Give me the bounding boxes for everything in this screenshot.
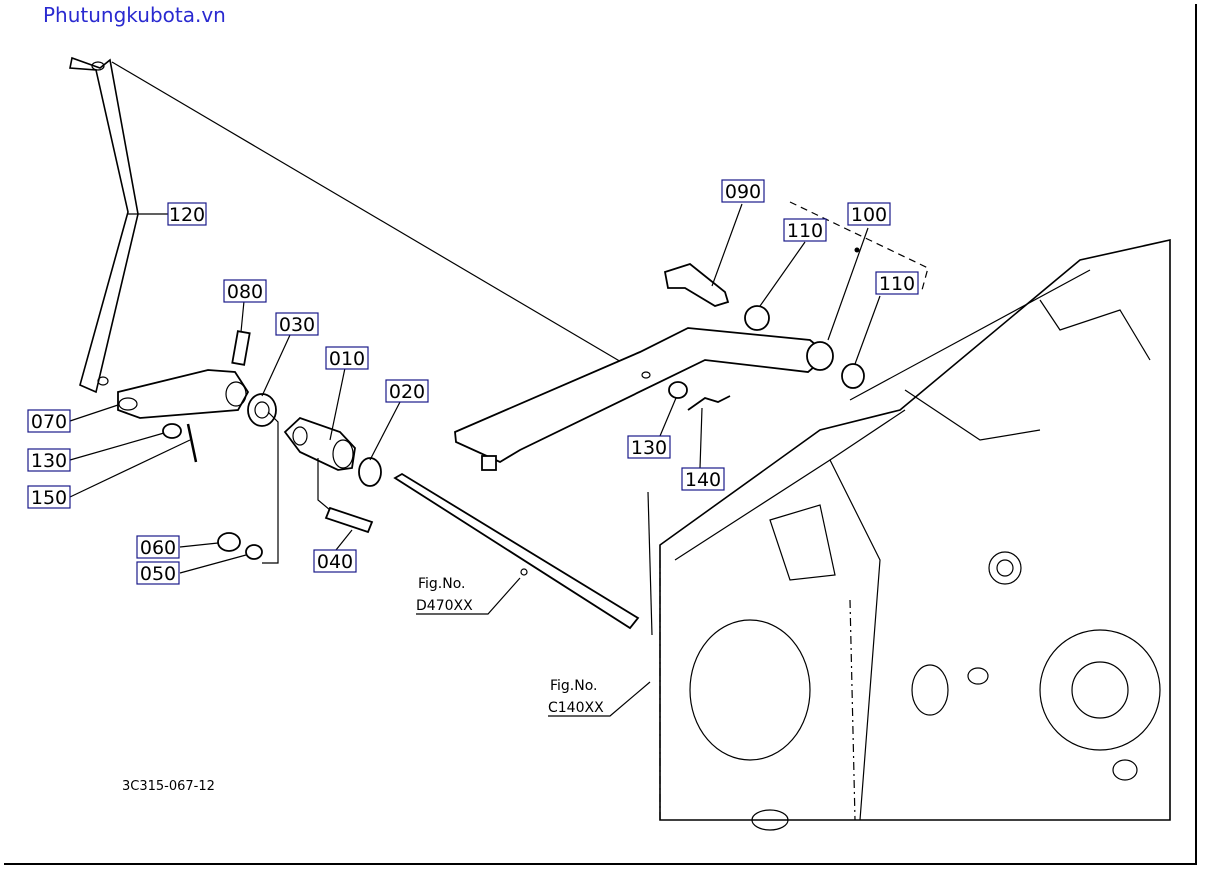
part-label-030[interactable]: 030	[275, 312, 319, 336]
part-070-arm[interactable]	[117, 369, 250, 419]
svg-text:050: 050	[140, 563, 176, 585]
part-label-040[interactable]: 040	[313, 549, 357, 573]
transmission-housing[interactable]	[659, 239, 1171, 831]
svg-text:110: 110	[787, 220, 823, 242]
group-bracket-100	[789, 201, 929, 291]
svg-text:120: 120	[169, 204, 205, 226]
svg-text:130: 130	[31, 450, 67, 472]
part-label-080[interactable]: 080	[223, 279, 267, 303]
part-040-stud[interactable]	[324, 506, 374, 534]
part-label-100[interactable]: 100	[847, 202, 891, 226]
part-label-140[interactable]: 140	[681, 467, 725, 491]
part-060-nut[interactable]	[217, 532, 241, 552]
part-label-110-left[interactable]: 110	[783, 218, 827, 242]
svg-text:080: 080	[227, 281, 263, 303]
svg-text:060: 060	[140, 537, 176, 559]
drawing-code: 3C315-067-12	[122, 779, 215, 794]
svg-text:110: 110	[879, 273, 915, 295]
part-010-boss[interactable]	[283, 416, 356, 471]
part-label-050[interactable]: 050	[136, 561, 180, 585]
group-dot	[854, 247, 860, 253]
svg-text:100: 100	[851, 204, 887, 226]
leader-line-long	[111, 61, 629, 367]
figure-ref-d470xx[interactable]: Fig.No. D470XX	[416, 576, 473, 614]
part-080-pin[interactable]	[231, 330, 251, 366]
part-090-bolt[interactable]	[663, 262, 730, 307]
drawing-frame	[4, 4, 1197, 865]
part-020-o-ring[interactable]	[358, 457, 382, 487]
svg-text:070: 070	[31, 411, 67, 433]
svg-text:140: 140	[685, 469, 721, 491]
part-label-020[interactable]: 020	[385, 379, 429, 403]
figure-ref-c140xx[interactable]: Fig.No. C140XX	[548, 678, 604, 716]
svg-text:040: 040	[317, 551, 353, 573]
svg-text:150: 150	[31, 487, 67, 509]
part-130-washer-left[interactable]	[162, 423, 182, 439]
part-label-060[interactable]: 060	[136, 535, 180, 559]
part-label-130-right[interactable]: 130	[627, 435, 671, 459]
part-150-cotter-pin[interactable]	[186, 423, 198, 463]
svg-text:C140XX: C140XX	[548, 700, 604, 716]
part-110-collar-right[interactable]	[841, 363, 865, 389]
part-label-150[interactable]: 150	[27, 485, 71, 509]
part-140-clip[interactable]	[687, 395, 731, 411]
part-label-010[interactable]: 010	[325, 346, 369, 370]
part-label-120[interactable]: 120	[167, 202, 207, 226]
part-110-collar-left[interactable]	[744, 305, 770, 331]
part-label-090[interactable]: 090	[721, 179, 765, 203]
part-130-washer-right[interactable]	[668, 381, 688, 399]
watermark: Phutungkubota.vn	[43, 3, 226, 27]
svg-text:020: 020	[389, 381, 425, 403]
leader-lines	[69, 203, 881, 717]
shaft-d470xx[interactable]	[393, 472, 640, 630]
part-label-070[interactable]: 070	[27, 409, 71, 433]
part-050-washer[interactable]	[245, 544, 263, 560]
svg-text:D470XX: D470XX	[416, 598, 473, 614]
svg-text:090: 090	[725, 181, 761, 203]
pedal-bracket[interactable]	[454, 327, 830, 471]
svg-text:Fig.No.: Fig.No.	[550, 678, 598, 694]
part-120-rod[interactable]	[69, 56, 139, 394]
svg-text:030: 030	[279, 314, 315, 336]
part-100-boss[interactable]	[806, 341, 834, 371]
part-label-130-left[interactable]: 130	[27, 448, 71, 472]
svg-text:Fig.No.: Fig.No.	[418, 576, 466, 592]
svg-text:130: 130	[631, 437, 667, 459]
svg-text:010: 010	[329, 348, 365, 370]
part-label-110-right[interactable]: 110	[875, 271, 919, 295]
part-030-bearing[interactable]	[247, 393, 277, 427]
